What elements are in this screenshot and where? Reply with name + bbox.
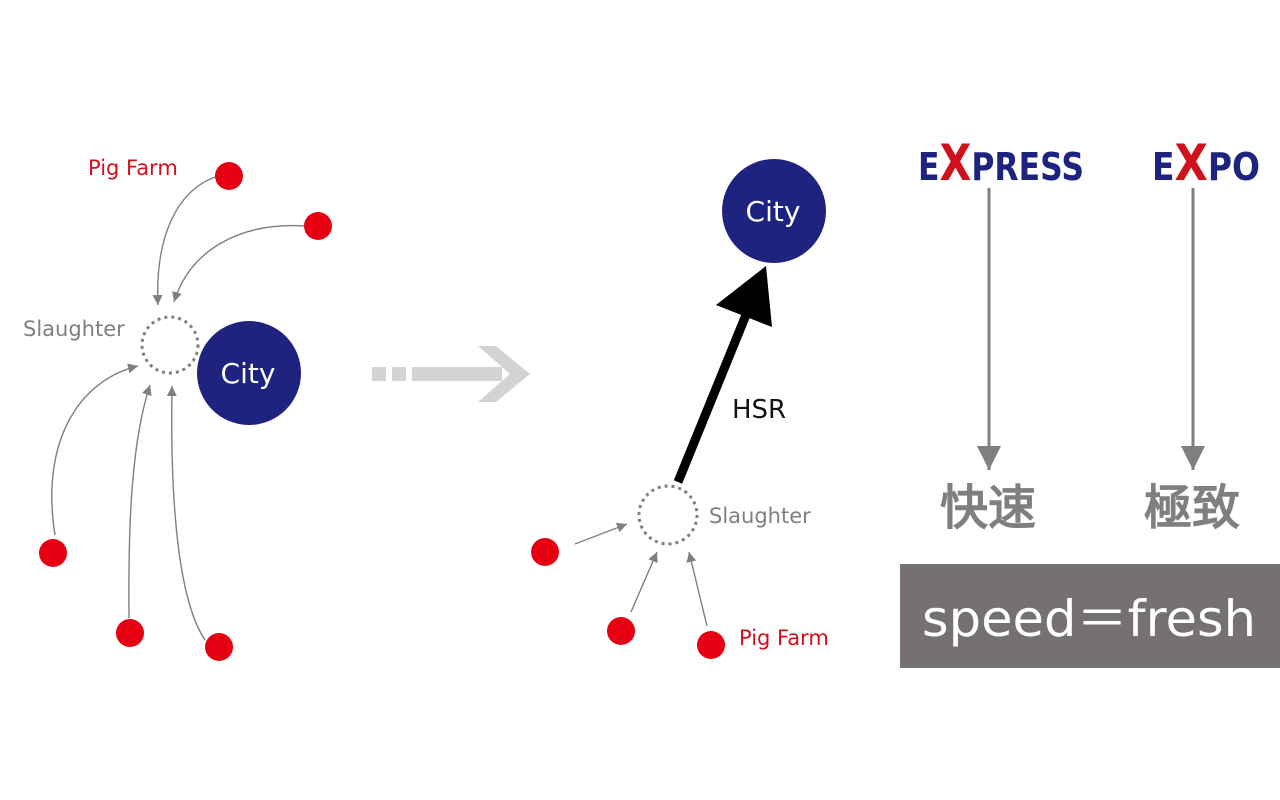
flow-arrow [686,551,708,627]
expo-wordmark: EXPO [1152,134,1260,192]
city-label: City [221,357,276,390]
pig-farm-dot [531,538,559,566]
pig-farm-dot [215,162,243,190]
pig-farm-dot [607,617,635,645]
slaughter-label: Slaughter [709,504,811,528]
left-diagram: Slaughter City Pig Farm [23,156,332,661]
hsr-arrow-shaft [673,308,753,484]
expo-meaning: 極致 [1144,480,1240,536]
flow-arrow [128,384,152,619]
pig-farm-dot [205,633,233,661]
right-diagram: HSR City Slaughter Pig Farm [531,159,829,659]
slaughter-node [637,484,699,546]
pig-farm-dot [304,212,332,240]
transition-arrow-tail [392,367,406,381]
city-label: City [746,195,801,228]
flow-arrow [172,224,306,303]
pig-farm-dot [116,619,144,647]
transition-arrow-shaft [412,367,502,381]
pig-farm-dot [39,539,67,567]
city-node [197,321,301,425]
flow-arrow [51,363,139,536]
express-meaning: 快速 [940,480,1036,536]
hsr-arrow-head [716,266,772,327]
flow-arrow [152,175,219,306]
transition-arrow-head [478,346,530,402]
flow-arrow [166,385,206,641]
transition-arrow [372,346,530,402]
transition-arrow-tail [372,367,386,381]
express-wordmark: EXPRESS [918,134,1084,192]
hsr-label: HSR [732,395,786,425]
pig-farm-dot [697,631,725,659]
slaughter-node [140,315,200,375]
pig-farm-label: Pig Farm [88,156,178,180]
city-node [722,159,826,263]
brand-panel: EXPRESS 快速 EXPO 極致 speed＝fresh [900,134,1280,668]
pig-farm-label: Pig Farm [739,626,829,650]
flow-arrow [574,522,628,545]
flow-arrow [630,551,658,613]
tagline-band [900,564,1280,668]
slaughter-label: Slaughter [23,317,125,341]
tagline: speed＝fresh [922,590,1256,648]
